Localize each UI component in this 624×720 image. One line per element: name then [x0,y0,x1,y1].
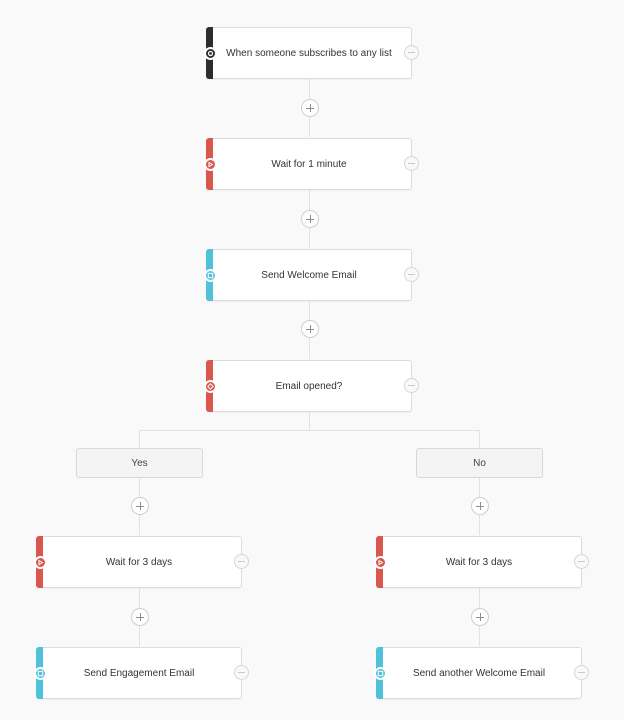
email-icon [34,667,47,680]
diamond-icon [204,380,217,393]
add-step-button[interactable] [131,497,149,515]
email-node[interactable]: Send another Welcome Email [374,647,589,699]
clock-icon [204,158,217,171]
wait-node[interactable]: Wait for 3 days [34,536,249,588]
collapse-icon[interactable] [234,665,249,680]
clock-icon [374,556,387,569]
collapse-icon[interactable] [574,665,589,680]
condition-node[interactable]: Email opened? [204,360,419,412]
node-label: Email opened? [275,380,343,392]
email-node[interactable]: Send Welcome Email [204,249,419,301]
node-label: Send Engagement Email [83,667,195,679]
add-step-button[interactable] [471,497,489,515]
collapse-icon[interactable] [234,554,249,569]
branch-yes[interactable]: Yes [76,448,203,478]
email-icon [374,667,387,680]
trigger-icon [204,47,217,60]
node-label: Send another Welcome Email [412,667,546,679]
add-step-button[interactable] [471,608,489,626]
branch-no[interactable]: No [416,448,543,478]
trigger-node[interactable]: When someone subscribes to any list [204,27,419,79]
node-label: Wait for 3 days [105,556,173,568]
collapse-icon[interactable] [404,267,419,282]
node-label: Wait for 3 days [445,556,513,568]
add-step-button[interactable] [131,608,149,626]
wait-node[interactable]: Wait for 3 days [374,536,589,588]
node-label: Wait for 1 minute [271,158,347,170]
node-label: Send Welcome Email [261,269,357,281]
email-icon [204,269,217,282]
wait-node[interactable]: Wait for 1 minute [204,138,419,190]
add-step-button[interactable] [301,99,319,117]
collapse-icon[interactable] [404,156,419,171]
collapse-icon[interactable] [404,45,419,60]
add-step-button[interactable] [301,320,319,338]
add-step-button[interactable] [301,210,319,228]
collapse-icon[interactable] [574,554,589,569]
clock-icon [34,556,47,569]
node-label: When someone subscribes to any list [226,47,392,59]
collapse-icon[interactable] [404,378,419,393]
email-node[interactable]: Send Engagement Email [34,647,249,699]
